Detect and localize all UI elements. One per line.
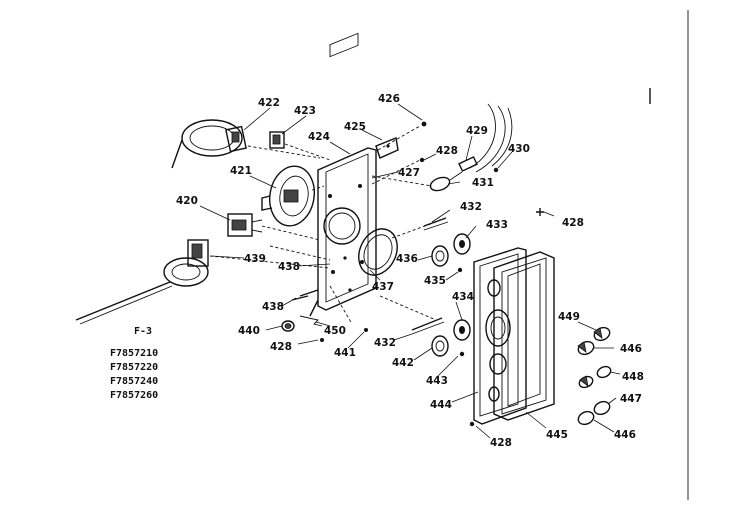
callout-447: 447 (620, 393, 642, 405)
assembly-line (329, 285, 353, 325)
part-430-screw (493, 167, 499, 173)
part-443-screw (459, 351, 465, 357)
callout-428-right: 428 (562, 217, 584, 229)
callout-429: 429 (466, 125, 488, 137)
part-425-bracket (375, 137, 399, 159)
part-434-knob-lower (453, 319, 471, 341)
callout-432-upper: 432 (460, 201, 482, 213)
callout-427: 427 (398, 167, 420, 179)
figure-legend: F-3 F7857210 F7857220 F7857240 F7857260 (110, 326, 158, 401)
model-number: F7857260 (110, 390, 158, 401)
part-440-grommet (281, 320, 295, 332)
part-421-thermostat-body (261, 165, 325, 227)
part-447-knob (593, 400, 611, 416)
callout-428-bottom: 428 (490, 437, 512, 449)
callout-426: 426 (378, 93, 400, 105)
assembly-line (284, 143, 331, 161)
callout-448: 448 (622, 371, 644, 383)
callout-443: 443 (426, 375, 448, 387)
part-428-screw (419, 157, 425, 163)
callout-433: 433 (486, 219, 508, 231)
callout-444: 444 (430, 399, 452, 411)
callout-428-upper: 428 (436, 145, 458, 157)
callout-431: 431 (472, 177, 494, 189)
part-428-screw-bottom (469, 421, 475, 427)
leader-lines (199, 103, 621, 439)
callout-436: 436 (396, 253, 418, 265)
part-428-screw-right (536, 208, 544, 216)
part-432-shaft-lower (411, 317, 445, 335)
callout-424: 424 (308, 131, 330, 143)
assembly-line (379, 295, 437, 321)
assembly-line (209, 255, 331, 269)
callout-442: 442 (392, 357, 414, 369)
part-449-knob (593, 326, 611, 342)
part-438-pin-lower (291, 295, 309, 301)
part-445-bezel-frame (493, 251, 555, 421)
part-431-plug (429, 171, 463, 192)
part-436-washer-upper (431, 245, 449, 267)
assembly-line (247, 145, 321, 159)
part-422-bulb-clamp (171, 119, 247, 169)
part-435-screw (457, 267, 463, 273)
part-446-knob-upper (577, 340, 595, 356)
callout-446-upper: 446 (620, 343, 642, 355)
model-number: F7857210 (110, 348, 158, 359)
assembly-line (371, 175, 433, 187)
callout-425: 425 (344, 121, 366, 133)
part-441-screw (364, 328, 368, 332)
model-number: F7857220 (110, 362, 158, 373)
assembly-line (261, 225, 321, 241)
callout-449: 449 (558, 311, 580, 323)
model-number: F7857240 (110, 376, 158, 387)
callout-422: 422 (258, 97, 280, 109)
callout-445: 445 (546, 429, 568, 441)
callout-430: 430 (508, 143, 530, 155)
callout-421: 421 (230, 165, 252, 177)
part-428-screw-lower-left (320, 338, 324, 342)
callout-437: 437 (372, 281, 394, 293)
assembly-line (371, 159, 421, 185)
part-420-relay (227, 213, 263, 237)
part-446-knob-lower (577, 410, 595, 426)
assembly-line (377, 125, 421, 151)
callout-labels: 422 423 426 424 425 429 428 430 421 427 … (176, 93, 644, 449)
callout-438-lower: 438 (262, 301, 284, 313)
assembly-line (269, 245, 331, 261)
callout-440: 440 (238, 325, 260, 337)
callout-450: 450 (324, 325, 346, 337)
part-423-clip (269, 131, 285, 149)
callout-446-lower: 446 (614, 429, 636, 441)
callout-439: 439 (244, 253, 266, 265)
callout-438-upper: 438 (278, 261, 300, 273)
part-437-gasket-ring (358, 221, 437, 276)
part-429-capillary-wire (458, 103, 513, 173)
part-448-knob-pair (578, 365, 612, 389)
figure-label: F-3 (134, 326, 152, 337)
callout-428-lower-left: 428 (270, 341, 292, 353)
callout-420: 420 (176, 195, 198, 207)
callout-435: 435 (424, 275, 446, 287)
callout-432-lower: 432 (374, 337, 396, 349)
callout-423: 423 (294, 105, 316, 117)
part-450-spring (299, 315, 323, 327)
part-442-washer-lower (431, 335, 449, 357)
callout-434: 434 (452, 291, 474, 303)
callout-441: 441 (334, 347, 356, 359)
part-439-thermostat-bulb (75, 239, 209, 325)
part-424-mounting-plate (299, 32, 377, 317)
part-432-shaft-upper (423, 217, 449, 231)
part-444-front-panel (473, 247, 527, 425)
part-426-screw (421, 121, 427, 127)
part-433-knob-upper (453, 233, 471, 255)
